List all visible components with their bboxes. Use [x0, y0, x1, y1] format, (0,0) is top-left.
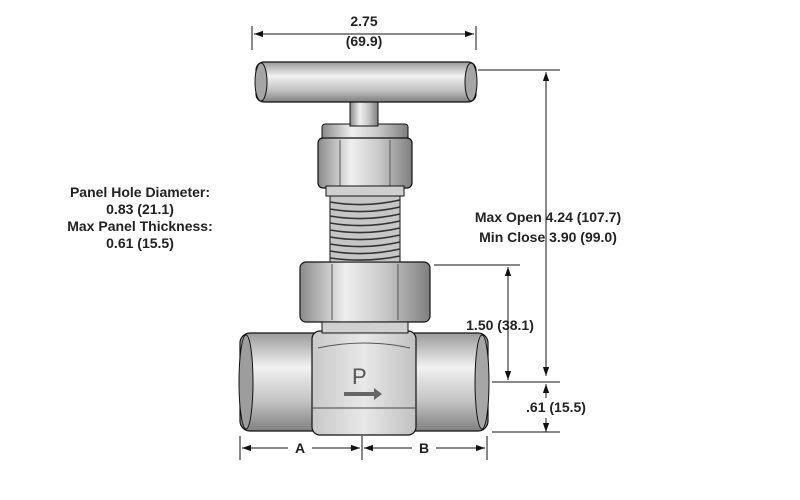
panel-hole-diameter-value: 0.83 (21.1) [106, 201, 174, 217]
handle-width-inches: 2.75 [350, 13, 377, 29]
body-marking: P [344, 364, 382, 400]
flow-direction-arrow-icon [344, 388, 382, 400]
t-handle [254, 61, 478, 127]
max-panel-thickness-label: Max Panel Thickness: [67, 218, 213, 234]
dimension-lines [239, 26, 560, 460]
max-open-dimension: Max Open 4.24 (107.7) [475, 209, 621, 225]
panel-mount-note: Panel Hole Diameter: 0.83 (21.1) Max Pan… [30, 184, 250, 252]
end-a-label: A [295, 440, 305, 456]
packing-nut [317, 123, 413, 197]
bonnet-height-dimension: 1.50 (38.1) [466, 317, 534, 333]
bonnet-nut [299, 261, 431, 334]
min-close-dimension: Min Close 3.90 (99.0) [479, 229, 617, 245]
panel-hole-diameter-label: Panel Hole Diameter: [69, 184, 211, 200]
threaded-stem [329, 195, 401, 263]
port-centerline-dimension: .61 (15.5) [526, 399, 586, 415]
max-panel-thickness-value: 0.61 (15.5) [106, 235, 174, 251]
end-b-label: B [419, 440, 429, 456]
body-letter: P [352, 364, 367, 389]
handle-width-mm: (69.9) [346, 33, 383, 49]
valve-body [238, 330, 490, 436]
